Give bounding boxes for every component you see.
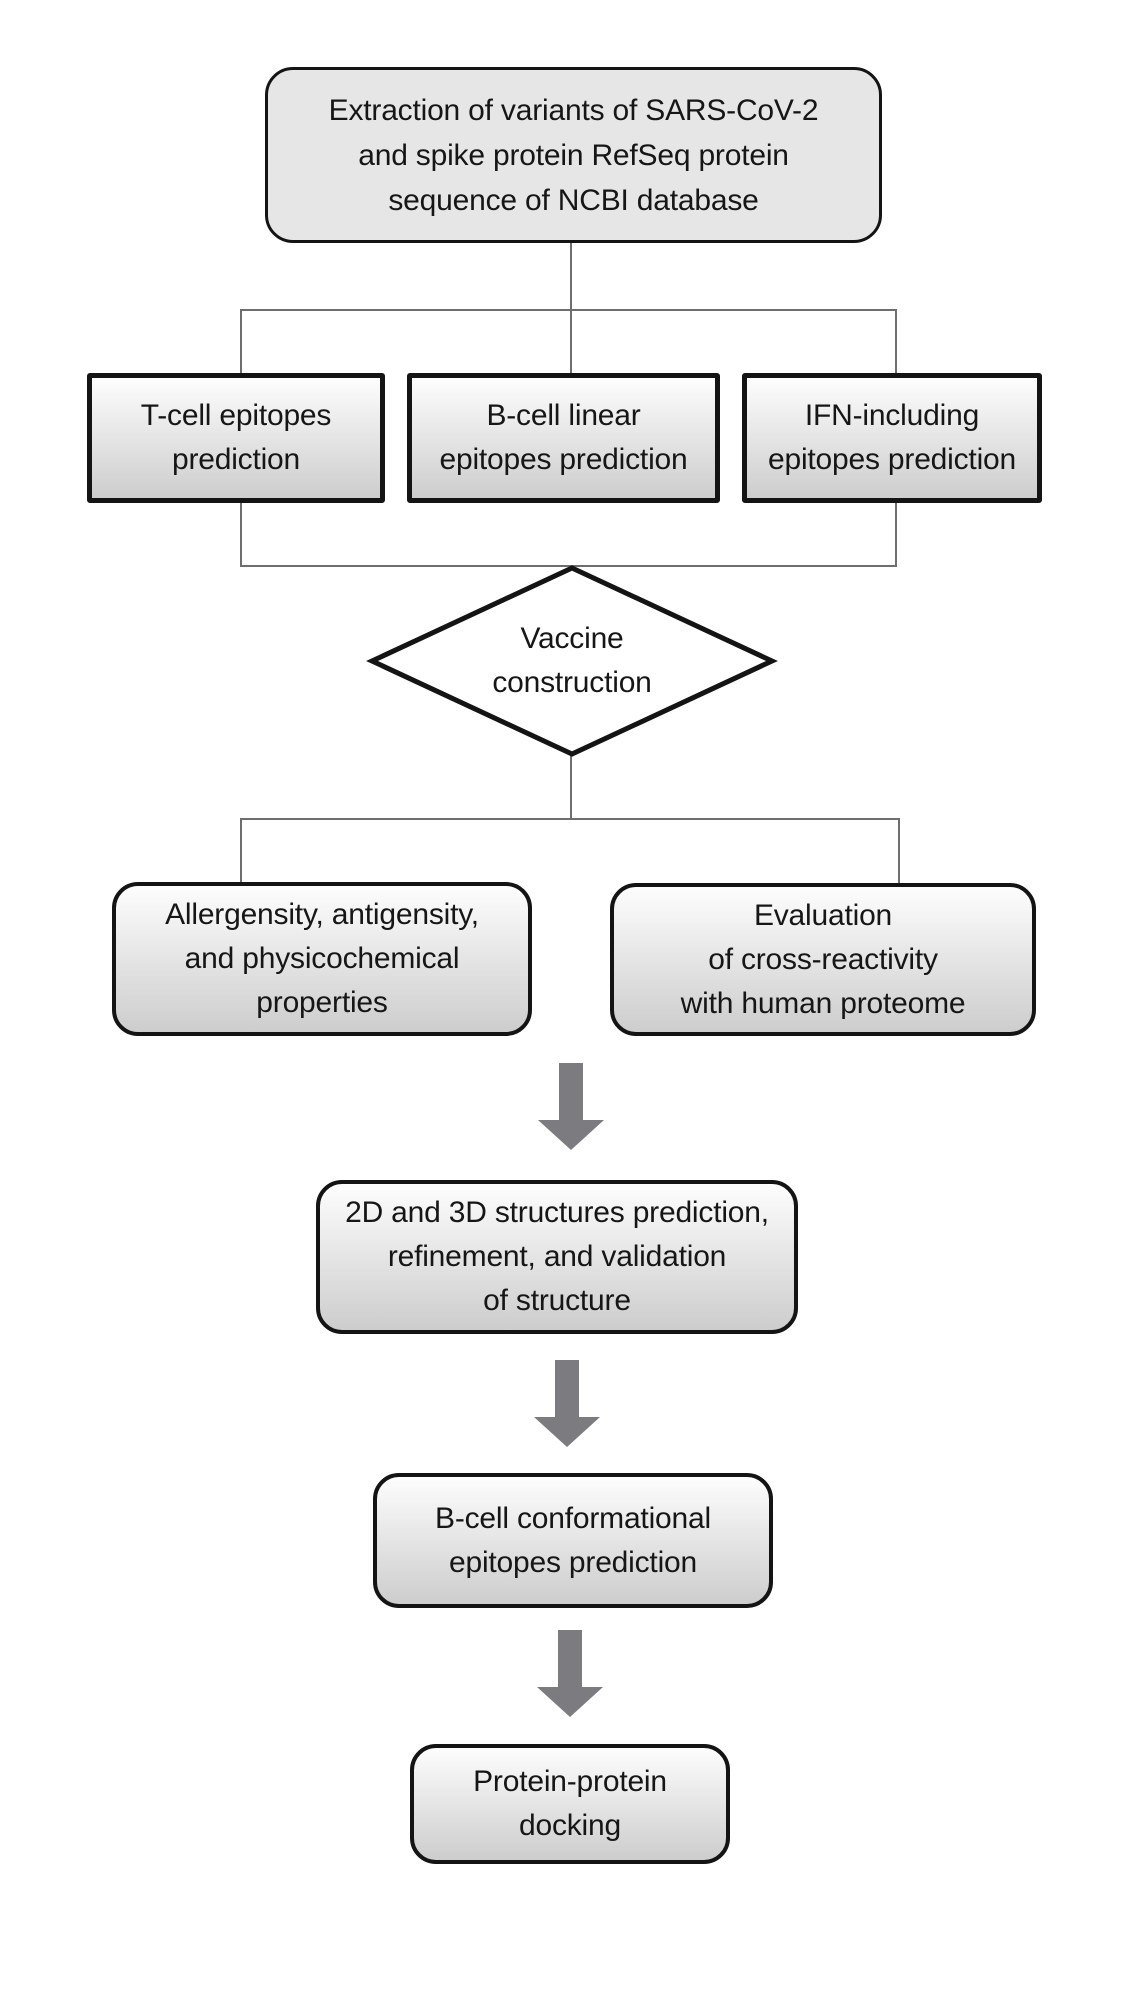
- node-line: Allergensity, antigensity,: [165, 898, 479, 931]
- connector-line: [895, 502, 897, 567]
- node-line: of structure: [483, 1284, 631, 1317]
- connector-line: [895, 309, 897, 374]
- connector-line: [570, 243, 572, 374]
- down-arrow-icon: [534, 1360, 600, 1447]
- down-arrow-icon: [537, 1630, 603, 1717]
- node-vaccine-construction: Vaccine construction: [422, 614, 722, 708]
- node-tcell-epitopes: T-cell epitopes prediction: [87, 373, 385, 503]
- node-evaluation-cross-reactivity: Evaluation of cross-reactivity with huma…: [610, 883, 1036, 1036]
- node-line: Evaluation: [753, 898, 893, 932]
- node-line: construction: [492, 666, 652, 699]
- node-line: refinement, and validation: [387, 1240, 727, 1273]
- down-arrow-icon: [538, 1063, 604, 1150]
- node-line: 2D and 3D structures prediction,: [345, 1196, 769, 1229]
- node-structures-prediction: 2D and 3D structures prediction, refinem…: [316, 1180, 798, 1334]
- node-line: sequence of NCBI database: [388, 183, 759, 217]
- node-line: of cross-reactivity: [708, 942, 938, 976]
- node-bcell-conformational-epitopes: B-cell conformational epitopes predictio…: [373, 1473, 773, 1608]
- node-line: docking: [518, 1809, 621, 1842]
- node-line: with human proteome: [680, 986, 966, 1020]
- connector-line: [898, 818, 900, 884]
- node-line: T-cell epitopes: [140, 399, 332, 432]
- connector-line: [240, 309, 242, 374]
- node-allergensity-properties: Allergensity, antigensity, and physicoch…: [112, 882, 532, 1036]
- node-bcell-linear-epitopes: B-cell linear epitopes prediction: [407, 373, 720, 503]
- node-line: IFN-including: [804, 399, 980, 432]
- node-line: B-cell conformational: [435, 1501, 711, 1535]
- node-protein-docking: Protein-protein docking: [410, 1744, 730, 1864]
- vaccine-construction-diamond: [366, 565, 778, 757]
- connector-line: [240, 565, 897, 567]
- node-line: and spike protein RefSeq protein: [358, 138, 789, 172]
- node-line: prediction: [171, 443, 301, 476]
- connector-line: [240, 309, 897, 311]
- node-line: epitopes prediction: [439, 443, 688, 476]
- node-line: Protein-protein: [473, 1765, 667, 1798]
- connector-line: [570, 753, 572, 820]
- node-line: epitopes prediction: [767, 443, 1017, 476]
- node-line: properties: [256, 986, 388, 1019]
- connector-line: [240, 818, 242, 883]
- node-line: and physicochemical: [184, 942, 460, 975]
- connector-line: [240, 818, 900, 820]
- node-line: epitopes prediction: [448, 1545, 698, 1579]
- node-line: Vaccine: [520, 622, 624, 655]
- node-line: B-cell linear: [486, 399, 641, 432]
- node-extraction: Extraction of variants of SARS-CoV-2 and…: [265, 67, 882, 243]
- connector-line: [240, 502, 242, 567]
- node-line: Extraction of variants of SARS-CoV-2: [328, 93, 819, 127]
- node-ifn-epitopes: IFN-including epitopes prediction: [742, 373, 1042, 503]
